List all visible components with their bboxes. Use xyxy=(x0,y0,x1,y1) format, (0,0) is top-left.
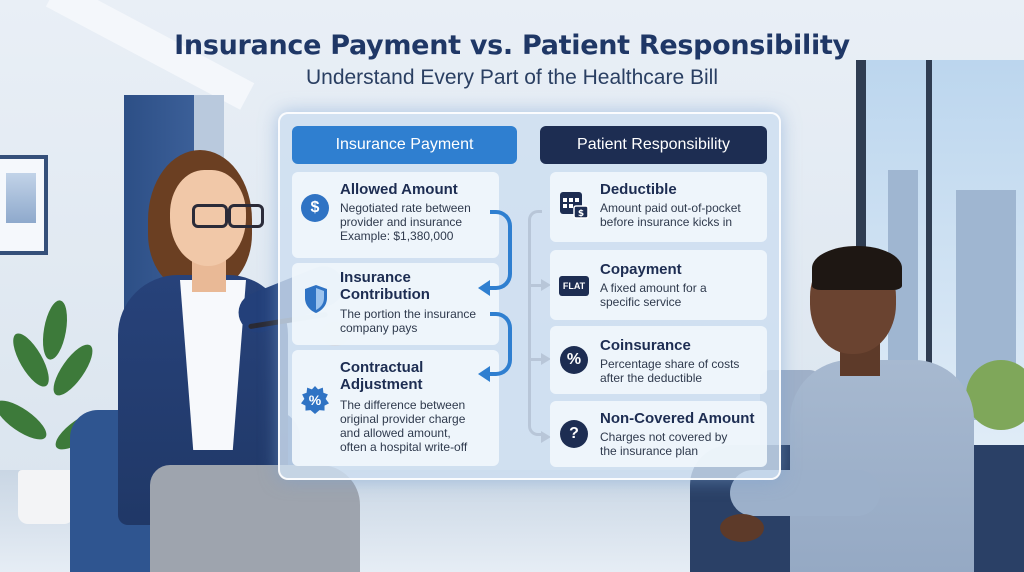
connector-arrow xyxy=(541,431,551,443)
copayment-card: FLAT Copayment A fixed amount for a spec… xyxy=(550,250,767,320)
card-description: Charges not covered by the insurance pla… xyxy=(600,430,728,458)
card-description: Amount paid out-of-pocket before insuran… xyxy=(600,201,741,229)
man-hand xyxy=(720,514,764,542)
page-subtitle: Understand Every Part of the Healthcare … xyxy=(305,66,719,89)
percent-icon: % xyxy=(560,346,588,374)
card-title: Contractual Adjustment xyxy=(340,359,424,393)
card-description: The difference between original provider… xyxy=(340,398,468,454)
svg-text:$: $ xyxy=(578,209,584,219)
card-description: Negotiated rate between provider and ins… xyxy=(340,201,471,243)
card-title: Copayment xyxy=(600,261,682,278)
percent-badge-icon: % xyxy=(301,386,329,414)
connector-line xyxy=(528,358,542,361)
card-description: The portion the insurance company pays xyxy=(340,307,477,335)
wall-picture xyxy=(0,155,48,255)
card-description: Percentage share of costs after the dedu… xyxy=(600,357,740,385)
patient-responsibility-header: Patient Responsibility xyxy=(540,126,767,164)
card-description: A fixed amount for a specific service xyxy=(600,281,707,309)
connector-line xyxy=(528,210,542,436)
deductible-card: $ Deductible Amount paid out-of-pocket b… xyxy=(550,172,767,242)
plant-pot xyxy=(18,470,74,524)
dollar-icon: $ xyxy=(301,194,329,222)
flow-arrow xyxy=(490,312,512,376)
woman-pants xyxy=(150,465,360,572)
non-covered-amount-card: ? Non-Covered Amount Charges not covered… xyxy=(550,401,767,467)
connector-arrow xyxy=(541,353,551,365)
woman-face xyxy=(170,170,246,266)
arrow-head xyxy=(478,280,490,296)
tree xyxy=(966,360,1024,430)
card-title: Insurance Contribution xyxy=(340,269,430,303)
connector-line xyxy=(528,284,542,287)
question-icon: ? xyxy=(560,420,588,448)
card-title: Coinsurance xyxy=(600,337,691,354)
card-title: Deductible xyxy=(600,181,677,198)
woman-shirt xyxy=(180,280,246,450)
flow-arrow xyxy=(490,210,512,290)
insurance-contribution-card: Insurance Contribution The portion the i… xyxy=(292,263,499,345)
allowed-amount-card: $ Allowed Amount Negotiated rate between… xyxy=(292,172,499,258)
connector-arrow xyxy=(541,279,551,291)
arrow-head xyxy=(478,366,490,382)
card-title: Allowed Amount xyxy=(340,181,458,198)
man-body xyxy=(790,360,974,572)
coinsurance-card: % Coinsurance Percentage share of costs … xyxy=(550,326,767,394)
calendar-dollar-icon: $ xyxy=(559,188,589,220)
glasses xyxy=(186,204,264,228)
flat-tag-icon: FLAT xyxy=(559,276,589,296)
man-hair xyxy=(812,246,902,290)
card-title: Non-Covered Amount xyxy=(600,410,755,427)
contractual-adjustment-card: % Contractual Adjustment The difference … xyxy=(292,350,499,466)
insurance-payment-header: Insurance Payment xyxy=(292,126,517,164)
window-mullion xyxy=(926,60,932,480)
page-title: Insurance Payment vs. Patient Responsibi… xyxy=(174,30,850,61)
shield-icon xyxy=(302,283,330,315)
